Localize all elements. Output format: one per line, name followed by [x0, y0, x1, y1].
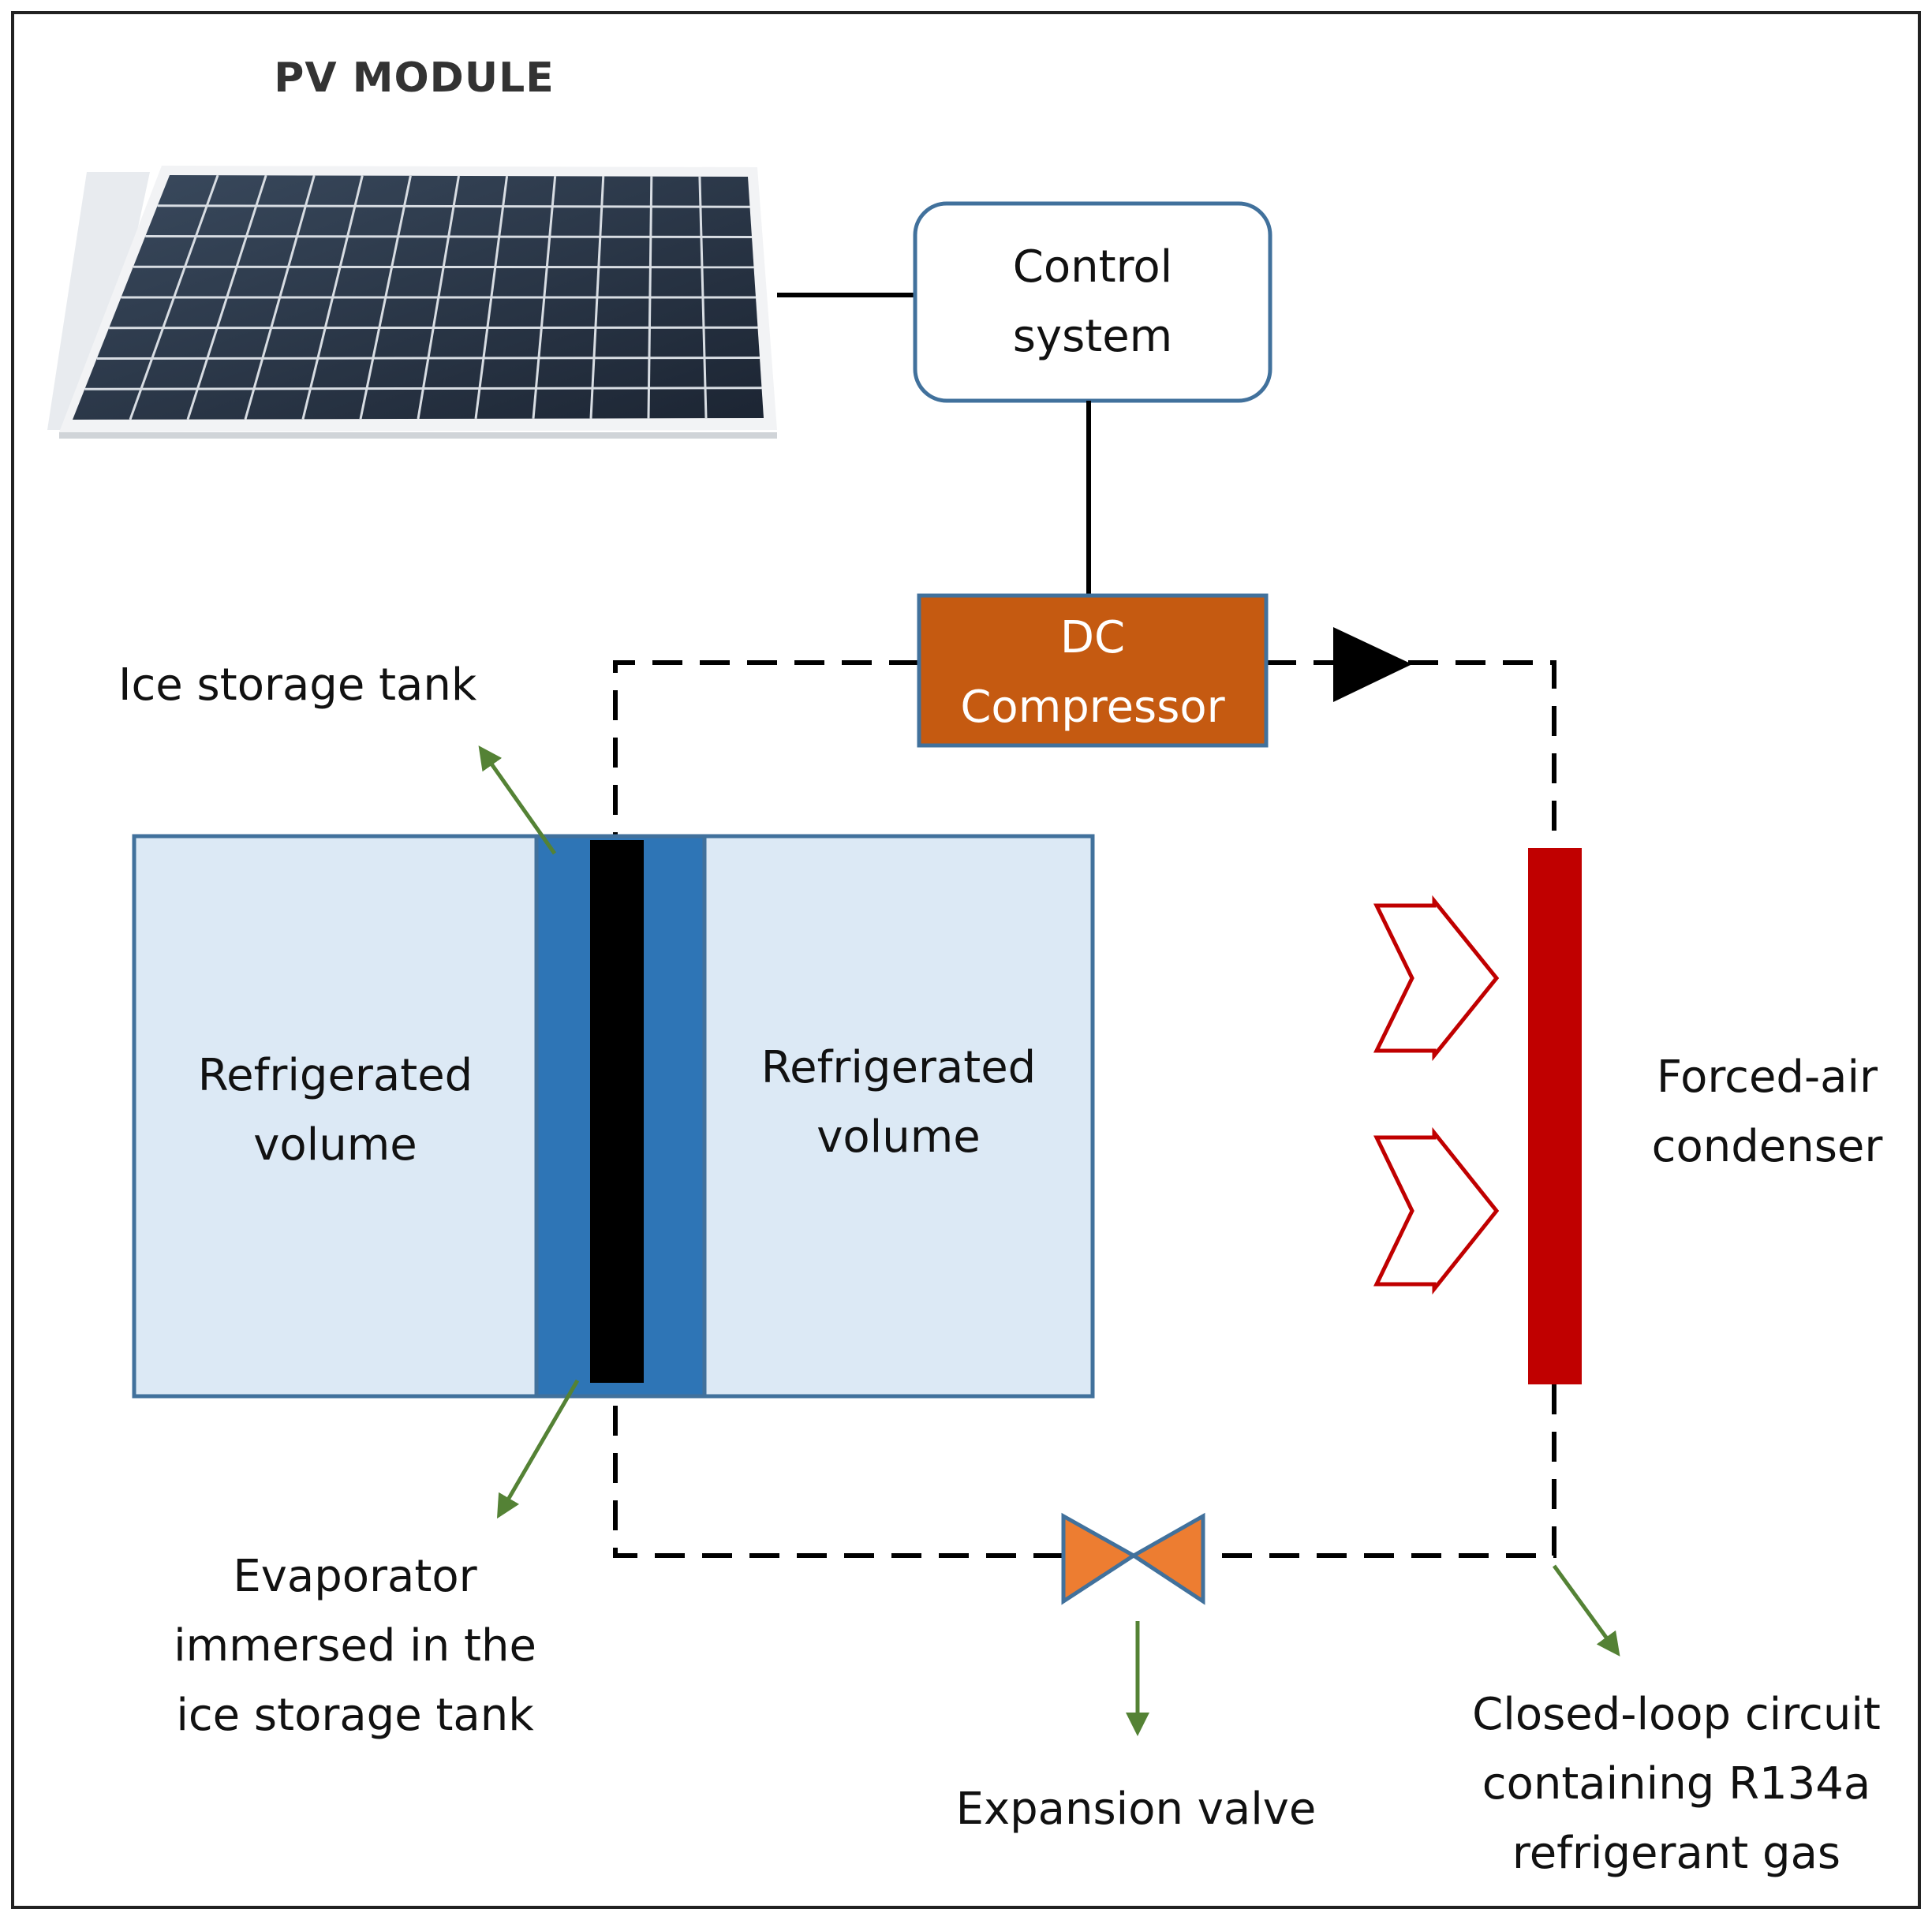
- pointer-closed-loop: [1552, 1564, 1620, 1657]
- pv-cell-divider: [109, 326, 758, 330]
- control-system-box: [913, 201, 1272, 403]
- evaporator: [590, 840, 644, 1383]
- control-system-line-1: Control: [1012, 241, 1173, 293]
- pv-cell-divider: [84, 387, 762, 390]
- pv-module-label: PV MODULE: [274, 54, 555, 102]
- flow-direction-arrow-icon: [1333, 627, 1412, 702]
- outer-frame: [11, 11, 1921, 1909]
- closed-loop-line-1: Closed-loop circuit: [1472, 1689, 1881, 1740]
- refrigerated-volume-left-label: Refrigerated volume: [134, 1041, 536, 1180]
- expansion-valve-icon: [1061, 1512, 1205, 1605]
- solar-panel-icon: [47, 166, 777, 439]
- refrigerated-volume-left: [132, 834, 539, 1399]
- pv-cell-divider: [157, 204, 750, 208]
- pointer-arrows: [478, 745, 1620, 1736]
- airflow-arrow-icon: [1373, 1126, 1500, 1295]
- control-system-label: Control system: [915, 233, 1270, 372]
- dc-compressor-line-1: DC: [1059, 612, 1126, 663]
- dc-compressor-line-2: Compressor: [960, 682, 1225, 733]
- forced-air-condenser-line-1: Forced-air: [1656, 1052, 1878, 1103]
- refrigerated-volume-right-line-2: volume: [817, 1111, 981, 1163]
- closed-loop-label: Closed-loop circuit containing R134a ref…: [1444, 1680, 1909, 1888]
- dc-compressor-label: DC Compressor: [919, 603, 1266, 742]
- control-system-line-2: system: [1012, 311, 1173, 362]
- refrigerated-volume-left-line-1: Refrigerated: [197, 1050, 473, 1101]
- evaporator-line-2: immersed in the: [174, 1620, 536, 1672]
- ice-storage-tank-label: Ice storage tank: [118, 659, 477, 711]
- refrigerated-volume-right-label: Refrigerated volume: [704, 1033, 1093, 1172]
- refrigerated-volume-right: [702, 834, 1095, 1399]
- closed-loop-line-2: containing R134a: [1482, 1758, 1871, 1810]
- refrigerated-volume-right-line-1: Refrigerated: [760, 1042, 1037, 1093]
- evaporator-line-3: ice storage tank: [176, 1690, 534, 1741]
- airflow-arrow-icon: [1373, 895, 1500, 1062]
- closed-loop-line-3: refrigerant gas: [1512, 1828, 1841, 1879]
- evaporator-line-1: Evaporator: [233, 1551, 477, 1602]
- pointer-ice-tank: [478, 745, 557, 855]
- refrigerated-volume-left-line-2: volume: [253, 1119, 417, 1171]
- evaporator-label: Evaporator immersed in the ice storage t…: [142, 1542, 568, 1750]
- pointer-evaporator: [496, 1379, 580, 1519]
- dc-compressor-box: [917, 593, 1269, 748]
- forced-air-condenser-label: Forced-air condenser: [1625, 1043, 1909, 1182]
- forced-air-condenser-line-2: condenser: [1651, 1121, 1883, 1172]
- forced-air-condenser: [1528, 848, 1582, 1384]
- expansion-valve-label: Expansion valve: [955, 1784, 1317, 1835]
- pv-cell-divider: [96, 357, 760, 360]
